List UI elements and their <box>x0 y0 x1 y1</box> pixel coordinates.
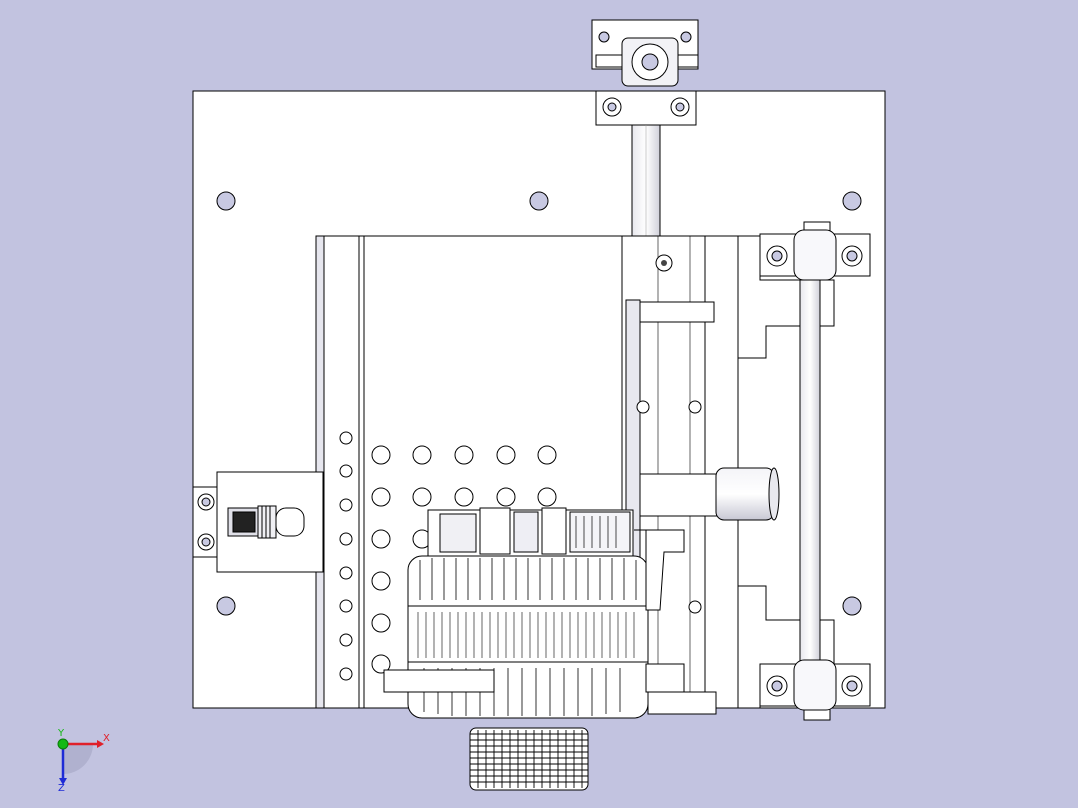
orientation-triad[interactable]: X Y Z <box>57 728 110 794</box>
left-clamp-block[interactable] <box>192 471 324 573</box>
triad-x-label: X <box>103 733 110 744</box>
mounting-hole <box>216 191 236 211</box>
right-rail-plate[interactable] <box>737 221 835 721</box>
triad-z-label: Z <box>58 783 65 794</box>
mounting-hole <box>529 191 549 211</box>
mounting-hole <box>842 191 862 211</box>
top-clamp-bracket[interactable] <box>591 19 699 126</box>
bearing-block-top[interactable] <box>759 229 871 281</box>
triad-y-axis <box>57 738 69 750</box>
vertical-guide-rod[interactable] <box>631 124 661 238</box>
bearing-block-bottom[interactable] <box>759 659 871 711</box>
mounting-hole <box>842 596 862 616</box>
rail-hole-column <box>339 431 353 681</box>
triad-shadow <box>63 744 93 774</box>
mounting-hole <box>216 596 236 616</box>
hole-grid <box>371 445 557 674</box>
triad-x-arrowhead <box>97 740 104 748</box>
alternator[interactable] <box>383 507 717 791</box>
triad-y-label: Y <box>57 728 65 739</box>
triad-z-arrowhead <box>59 778 67 785</box>
horizontal-cylinder[interactable] <box>639 467 780 521</box>
